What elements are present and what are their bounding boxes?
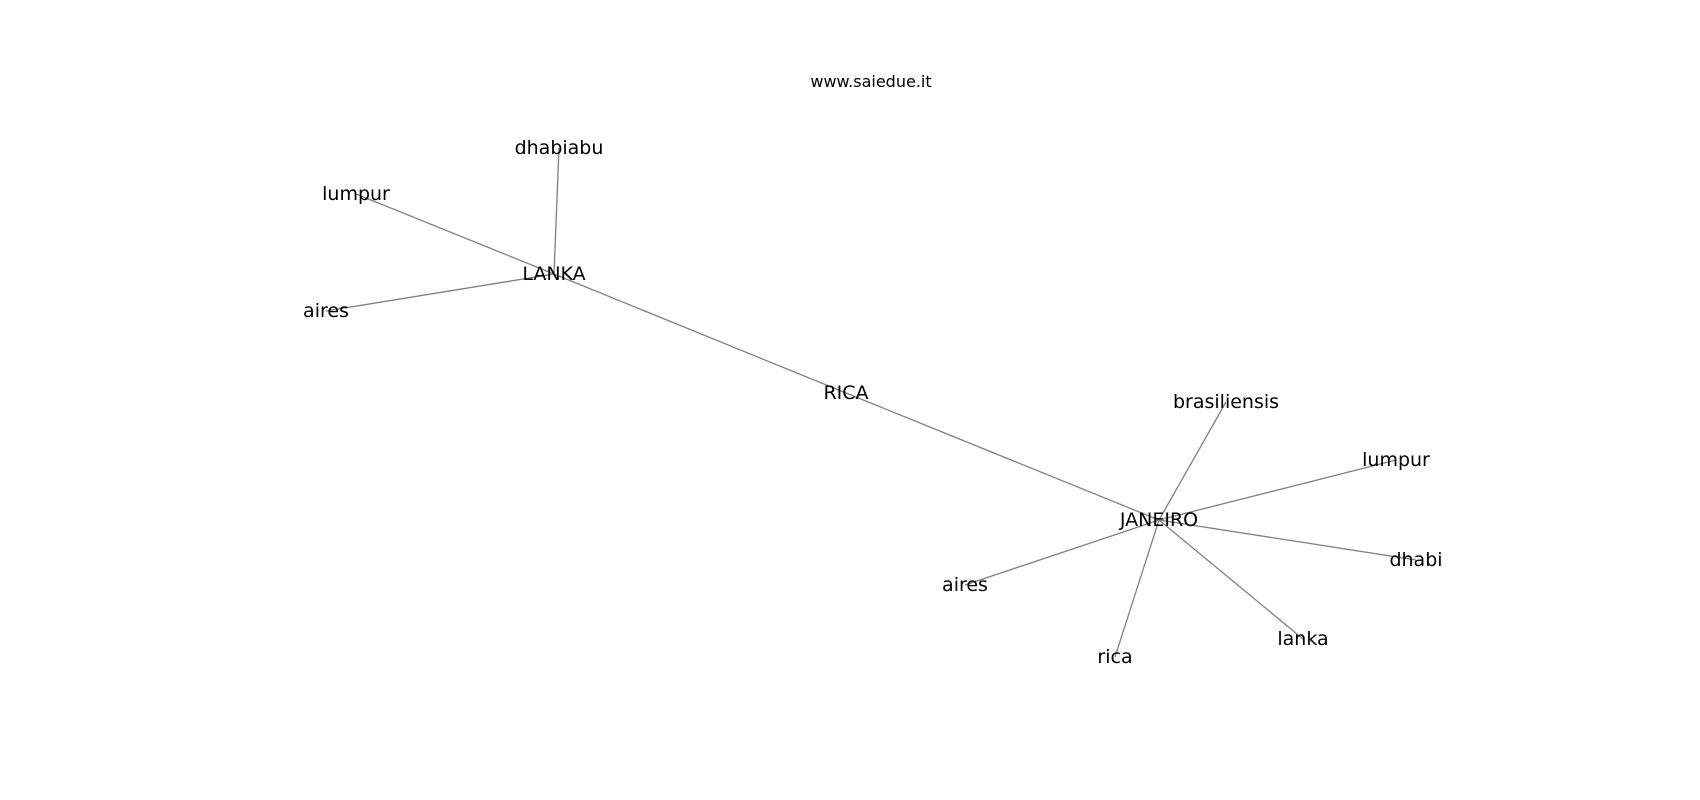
edge-lanka_hub-aires_1 (325, 273, 555, 312)
node-label-dhabiabu: dhabiabu (515, 137, 604, 159)
nodes-layer: RICA LANKA JANEIRO dhabiabu lumpur aires brasi… (303, 137, 1443, 668)
edge-lanka_hub-lumpur_1 (355, 193, 555, 275)
edge-rica_hub-lanka_hub (553, 273, 847, 394)
node-label-brasiliensis: brasiliensis (1173, 391, 1279, 413)
node-label-lanka: lanka (1277, 628, 1328, 650)
edge-janeiro_hub-lanka (1158, 519, 1304, 640)
edge-janeiro_hub-rica (1114, 519, 1160, 658)
node-label-janeiro_hub: JANEIRO (1119, 509, 1198, 531)
edge-janeiro_hub-lumpur_2 (1158, 459, 1397, 521)
node-label-lumpur_1: lumpur (322, 183, 390, 205)
edges-layer (325, 147, 1417, 658)
node-label-dhabi: dhabi (1389, 549, 1442, 571)
edge-janeiro_hub-aires_2 (964, 519, 1160, 586)
edge-janeiro_hub-dhabi (1158, 519, 1417, 561)
edge-janeiro_hub-brasiliensis (1158, 401, 1227, 521)
node-label-rica: rica (1097, 646, 1132, 668)
node-label-lanka_hub: LANKA (522, 263, 585, 285)
node-label-aires_2: aires (942, 574, 988, 596)
source-watermark-text: www.saiedue.it (810, 72, 931, 91)
edge-rica_hub-janeiro_hub (845, 392, 1160, 521)
node-label-aires_1: aires (303, 300, 349, 322)
node-label-rica_hub: RICA (823, 382, 868, 404)
edge-lanka_hub-dhabiabu (553, 147, 560, 275)
node-label-lumpur_2: lumpur (1362, 449, 1430, 471)
